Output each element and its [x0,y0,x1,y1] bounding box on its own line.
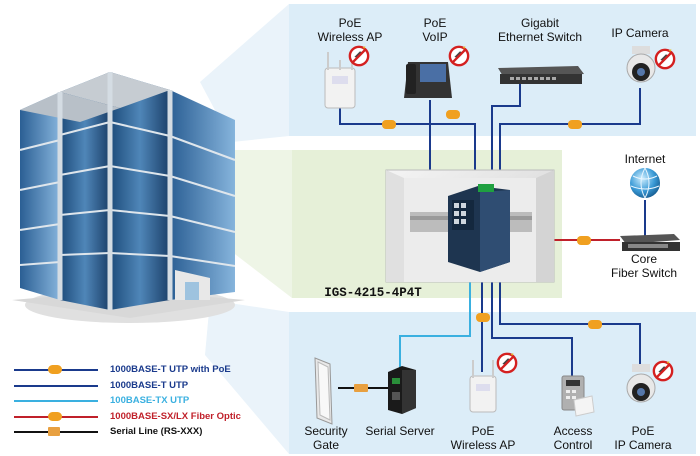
label-line: Gate [312,438,339,452]
label-poe-ip-camera: PoE IP Camera [608,424,678,452]
legend-item: 100BASE-TX UTP [10,393,240,409]
building-icon [12,72,245,323]
label-line: Wireless AP [450,438,516,452]
security-gate-icon [314,357,333,425]
label-internet: Internet [612,152,678,166]
no-power-icon [448,45,470,67]
label-line: Core [630,252,657,266]
label-line: Ethernet Switch [497,30,583,44]
poe-badges [382,110,602,329]
label-serial-server: Serial Server [358,424,442,438]
label-line: Access [553,424,593,438]
legend-label: 1000BASE-T UTP with PoE [110,364,231,375]
globe-icon [630,167,660,199]
voip-phone-icon [404,62,452,98]
label-line: PoE [338,16,362,30]
label-line: Fiber Switch [610,266,678,280]
legend-item: 1000BASE-SX/LX Fiber Optic [10,409,241,425]
legend-item: 1000BASE-T UTP [10,378,240,394]
label-line: Wireless AP [317,30,383,44]
label-security-gate: Security Gate [298,424,354,452]
label-bottom-wireless-ap: PoE Wireless AP [444,424,522,452]
label-top-wireless-ap: PoE Wireless AP [310,16,390,44]
label-line: VoIP [422,30,448,44]
legend-badge [48,411,62,421]
legend-label: 1000BASE-T UTP [110,379,189,391]
legend-item: Serial Line (RS-XXX) [10,424,240,440]
label-line: PoE [631,424,655,438]
cable-top-switch [491,84,521,190]
legend-item: 1000BASE-T UTP with PoE [10,362,240,378]
label-line: Control [553,438,593,452]
legend: 1000BASE-T UTP with PoE 1000BASE-T UTP 100… [10,362,241,440]
wireless-ap-icon [469,360,497,413]
label-ip-camera: IP Camera [605,26,675,40]
serial-badge [354,384,368,392]
no-power-icon [652,360,674,382]
no-power-icon [496,352,518,374]
cable-top-ap [339,105,476,190]
cable-bottom-camera [499,270,641,372]
cable-serial-server [399,270,471,372]
legend-label: 1000BASE-SX/LX Fiber Optic [110,410,241,422]
label-line: Security [304,424,348,438]
label-line: PoE [471,424,495,438]
model-label: IGS-4215-4P4T [324,286,422,300]
ethernet-switch-icon [498,66,584,84]
label-voip: PoE VoIP [410,16,460,44]
access-control-icon [561,375,595,417]
legend-label: Serial Line (RS-XXX) [110,426,203,437]
no-power-icon [348,45,370,67]
legend-badge [48,365,62,374]
fiber-switch-icon [620,234,680,251]
legend-line [14,400,98,402]
legend-line [14,384,98,387]
ip-camera-icon [626,364,656,403]
label-line: Internet [624,152,666,166]
label-line: IP Camera [611,26,669,40]
label-gigabit-switch: Gigabit Ethernet Switch [490,16,590,44]
legend-label: 100BASE-TX UTP [110,395,190,406]
label-line: IP Camera [614,438,672,452]
legend-badge [48,427,60,436]
label-line: Serial Server [365,424,435,438]
label-line: PoE [423,16,447,30]
label-line: Gigabit [520,16,560,30]
ip-camera-icon [626,46,656,83]
serial-server-icon [388,366,416,414]
label-core-fiber-switch: Core Fiber Switch [604,252,684,280]
no-power-icon [654,48,676,70]
fiber-badge [577,236,591,245]
industrial-switch-icon [448,184,510,272]
cable-access-control [491,270,573,378]
beam-top [200,4,289,142]
label-access-control: Access Control [544,424,602,452]
beam-bottom [205,300,289,454]
